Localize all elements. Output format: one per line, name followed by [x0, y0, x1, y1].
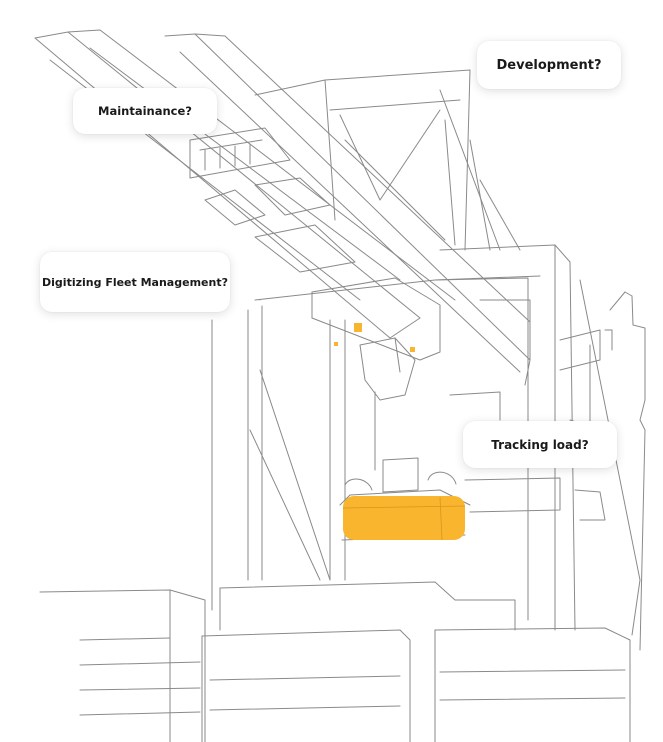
boom-panels: [189, 127, 356, 273]
fleet-management-bubble: Digitizing Fleet Management?: [40, 252, 230, 312]
indicator-light: [354, 323, 362, 332]
base-structures: [39, 581, 631, 742]
crane-boom: [34, 29, 531, 386]
development-label: Development?: [496, 57, 602, 73]
tracking-load-bubble: Tracking load?: [463, 421, 617, 468]
tracking-load-label: Tracking load?: [491, 437, 589, 452]
development-bubble: Development?: [477, 41, 621, 89]
accent-marks: [334, 323, 466, 541]
indicator-light: [410, 347, 415, 352]
upper-truss: [254, 69, 521, 251]
crane-frame: [211, 244, 641, 636]
fleet-management-label: Digitizing Fleet Management?: [42, 275, 228, 289]
maintainance-label: Maintainance?: [98, 104, 192, 118]
indicator-light: [334, 342, 338, 346]
load-container: [343, 496, 465, 540]
maintainance-bubble: Maintainance?: [73, 88, 217, 134]
right-tower: [569, 291, 646, 651]
trolley: [311, 277, 441, 401]
